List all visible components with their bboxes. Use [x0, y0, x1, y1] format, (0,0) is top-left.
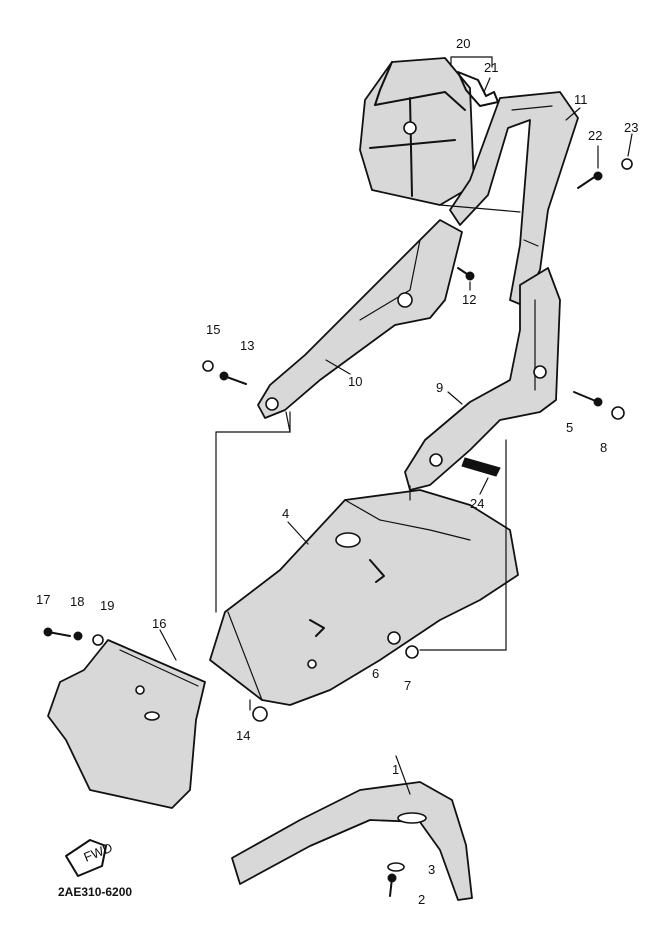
callout-13: 13 — [240, 338, 254, 353]
callout-21: 21 — [484, 60, 498, 75]
callout-23: 23 — [624, 120, 638, 135]
callout-labels: 1 2 3 4 5 6 7 8 9 10 11 12 13 14 15 16 1… — [36, 36, 638, 907]
callout-11: 11 — [574, 92, 588, 107]
callout-7: 7 — [404, 678, 411, 693]
callout-14: 14 — [236, 728, 250, 743]
callout-3: 3 — [428, 862, 435, 877]
right-stay — [404, 267, 561, 491]
callout-20: 20 — [456, 36, 470, 51]
callout-1: 1 — [392, 762, 399, 777]
callout-5: 5 — [566, 420, 573, 435]
callout-19: 19 — [100, 598, 114, 613]
leader-lines — [159, 56, 633, 795]
callout-8: 8 — [600, 440, 607, 455]
callout-15: 15 — [206, 322, 220, 337]
assembly-lines — [215, 204, 521, 711]
drawing-number: 2AE310-6200 — [58, 885, 132, 899]
hardware — [43, 158, 633, 897]
callout-9: 9 — [436, 380, 443, 395]
callout-22: 22 — [588, 128, 602, 143]
left-stay — [257, 219, 463, 419]
callout-24: 24 — [470, 496, 484, 511]
callout-12: 12 — [462, 292, 476, 307]
rubber-strip — [461, 457, 501, 477]
front-fender — [231, 781, 473, 901]
callout-10: 10 — [348, 374, 362, 389]
callout-2: 2 — [418, 892, 425, 907]
callout-4: 4 — [282, 506, 289, 521]
callout-18: 18 — [70, 594, 84, 609]
inner-fender — [47, 639, 206, 809]
backrest-bracket — [457, 71, 499, 107]
callout-17: 17 — [36, 592, 50, 607]
backrest-pad — [359, 57, 475, 206]
callout-16: 16 — [152, 616, 166, 631]
fwd-arrow: FWD — [65, 839, 115, 877]
rear-fender — [209, 489, 519, 706]
grab-bar-frame — [449, 91, 579, 306]
callout-6: 6 — [372, 666, 379, 681]
